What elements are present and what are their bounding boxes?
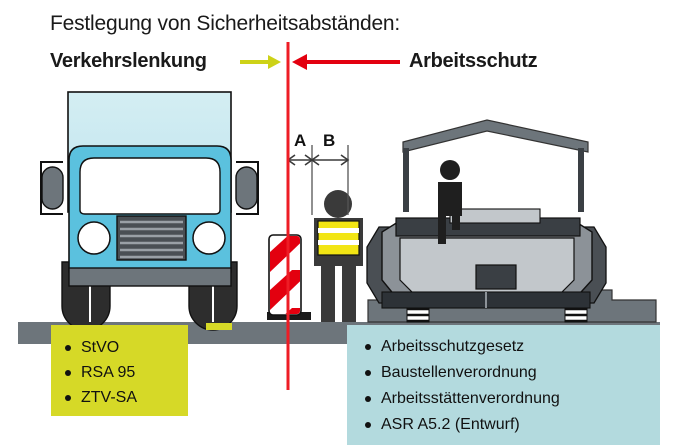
- bullet-icon: [365, 396, 371, 402]
- safety-regulations-list: Arbeitsschutzgesetz Baustellenverordnung…: [347, 325, 660, 438]
- bullet-icon: [365, 422, 371, 428]
- list-item-label: Arbeitsstättenverordnung: [381, 390, 560, 407]
- list-item: ZTV-SA: [59, 385, 188, 410]
- list-item: Arbeitsstättenverordnung: [359, 386, 660, 412]
- page-title: Festlegung von Sicherheitsabständen:: [50, 12, 401, 35]
- list-item-label: ZTV-SA: [81, 389, 138, 406]
- truck-mirror-arms: [40, 161, 259, 215]
- bullet-icon: [365, 344, 371, 350]
- callout-box-safety-regulations: Arbeitsschutzgesetz Baustellenverordnung…: [347, 325, 660, 445]
- truck-front-view: [40, 91, 259, 331]
- safety-direction-arrow: [292, 54, 400, 70]
- list-item: Arbeitsschutzgesetz: [359, 334, 660, 360]
- list-item-label: ASR A5.2 (Entwurf): [381, 416, 520, 433]
- list-item-label: Arbeitsschutzgesetz: [381, 338, 525, 355]
- truck-mirror-right: [235, 166, 258, 210]
- list-item: Baustellenverordnung: [359, 360, 660, 386]
- callout-box-traffic-regulations: StVO RSA 95 ZTV-SA: [51, 326, 188, 416]
- truck-cab: [68, 145, 232, 287]
- dimension-label-a: A: [294, 131, 307, 150]
- paver-canopy: [402, 119, 589, 212]
- list-item-label: Baustellenverordnung: [381, 364, 537, 381]
- bullet-icon: [65, 344, 71, 351]
- bullet-icon: [365, 370, 371, 376]
- dimension-label-b: B: [323, 131, 336, 150]
- right-heading-occupational-safety: Arbeitsschutz: [409, 50, 538, 72]
- paver-console: [449, 208, 541, 224]
- traffic-regulations-list: StVO RSA 95 ZTV-SA: [51, 326, 188, 410]
- bullet-icon: [65, 394, 71, 401]
- road-worker-with-safety-vest: [314, 190, 363, 322]
- list-item: RSA 95: [59, 360, 188, 385]
- left-heading-traffic-control: Verkehrslenkung: [50, 50, 207, 72]
- list-item-label: RSA 95: [81, 364, 136, 381]
- vest-reflective-stripes: [318, 228, 359, 245]
- traffic-direction-arrow: [240, 55, 281, 69]
- list-item: StVO: [59, 335, 188, 360]
- truck-mirror-left: [41, 166, 64, 210]
- asphalt-paver-machine: [366, 119, 657, 323]
- list-item: ASR A5.2 (Entwurf): [359, 412, 660, 438]
- paver-body: [381, 217, 593, 309]
- machine-operator: [438, 160, 462, 244]
- bullet-icon: [65, 369, 71, 376]
- list-item-label: StVO: [81, 339, 120, 356]
